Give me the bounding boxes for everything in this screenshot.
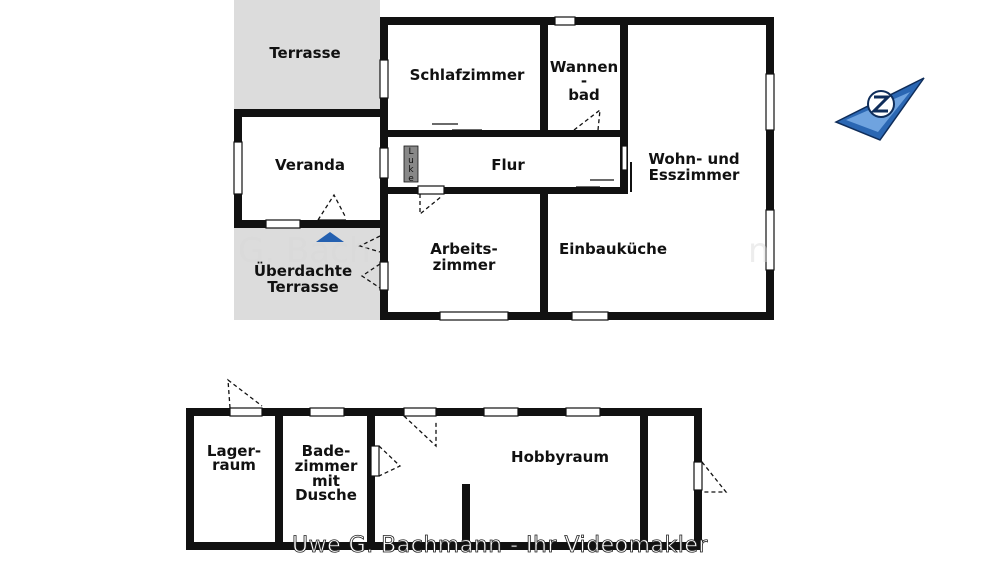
room-label-flur: Flur — [491, 156, 525, 174]
room-label-arbeitszimmer: Arbeits- — [430, 240, 497, 258]
hatch-letter: u — [408, 156, 414, 166]
hatch-box — [403, 145, 419, 183]
room-label-ueberdachte-terrasse: Überdachte — [254, 261, 352, 280]
room-label-badezimmer: zimmer — [295, 457, 358, 475]
room-label-terrasse: Terrasse — [269, 44, 340, 62]
videomakler-logo-icon — [834, 77, 925, 141]
room-label-wannenbad: bad — [568, 86, 600, 104]
upper-windows — [233, 16, 775, 321]
room-label-wohn: Esszimmer — [649, 166, 740, 184]
lower-floor-walls — [186, 408, 702, 550]
watermark-caption: Uwe G. Bachmann - Ihr Videomakler — [292, 533, 708, 558]
room-label-lagerraum: raum — [212, 456, 256, 474]
terrace-area — [234, 0, 380, 110]
room-label-veranda: Veranda — [275, 156, 345, 174]
room-label-lagerraum: Lager- — [207, 442, 261, 460]
upper-floor-inner-walls — [384, 21, 632, 316]
lower-windows — [229, 407, 703, 491]
room-label-wannenbad: Wannen — [550, 58, 618, 76]
room-label-badezimmer: Dusche — [295, 486, 357, 504]
room-label-hobbyraum: Hobbyraum — [511, 448, 609, 466]
room-label-badezimmer: Bade- — [302, 442, 351, 460]
lower-doors — [227, 378, 728, 493]
room-label-arbeitszimmer: zimmer — [433, 256, 496, 274]
room-label-wannenbad: - — [581, 72, 587, 90]
room-label-schlafzimmer: Schlafzimmer — [410, 66, 525, 84]
room-label-einbaukueche: Einbauküche — [559, 240, 667, 258]
room-label-ueberdachte-terrasse: Terrasse — [267, 278, 338, 296]
hatch-letter: L — [408, 147, 413, 157]
faint-watermark: G. Bach — [238, 231, 370, 271]
covered-terrace-area — [234, 222, 380, 320]
entrance-arrow-icon — [316, 232, 344, 242]
room-label-badezimmer: mit — [312, 472, 340, 490]
faint-watermark: n — [748, 231, 770, 271]
hatch-letter: e — [408, 174, 414, 184]
room-label-wohn: Wohn- und — [648, 150, 739, 168]
hatch-letter: k — [408, 165, 414, 175]
upper-doors — [317, 108, 614, 289]
lower-floor-inner-walls — [275, 412, 648, 546]
